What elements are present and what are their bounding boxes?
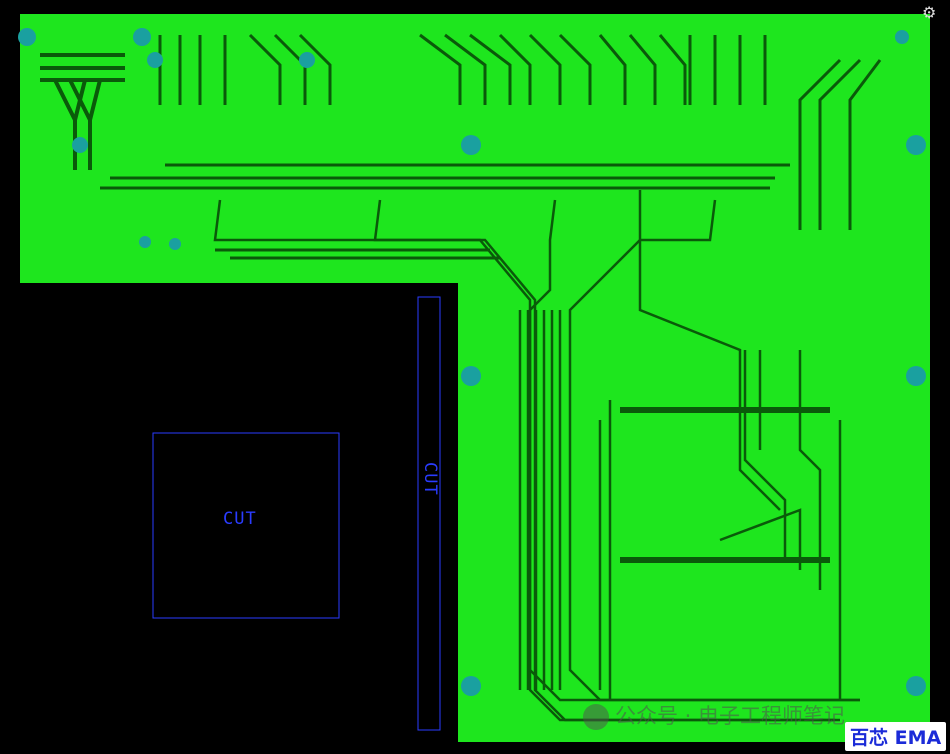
cut-outline-square [152, 432, 340, 619]
wechat-icon [583, 704, 609, 730]
watermark-text: 公众号 · 电子工程师笔记 [615, 704, 846, 728]
cut-outline-slot [417, 296, 441, 731]
connector-block [40, 53, 125, 170]
top-pin-traces [158, 33, 882, 230]
watermark: 公众号 · 电子工程师笔记 [583, 700, 845, 730]
gear-icon[interactable]: ⚙ [922, 3, 937, 22]
right-traces [598, 350, 842, 700]
cut-label-slot: CUT [420, 462, 440, 496]
component-rows [620, 407, 830, 563]
vias [18, 28, 926, 696]
trace-bus-horizontal [100, 163, 790, 260]
converging-bus [213, 190, 860, 722]
brand-logo: 百芯 EMA [845, 722, 947, 751]
cut-label-square: CUT [223, 509, 257, 529]
